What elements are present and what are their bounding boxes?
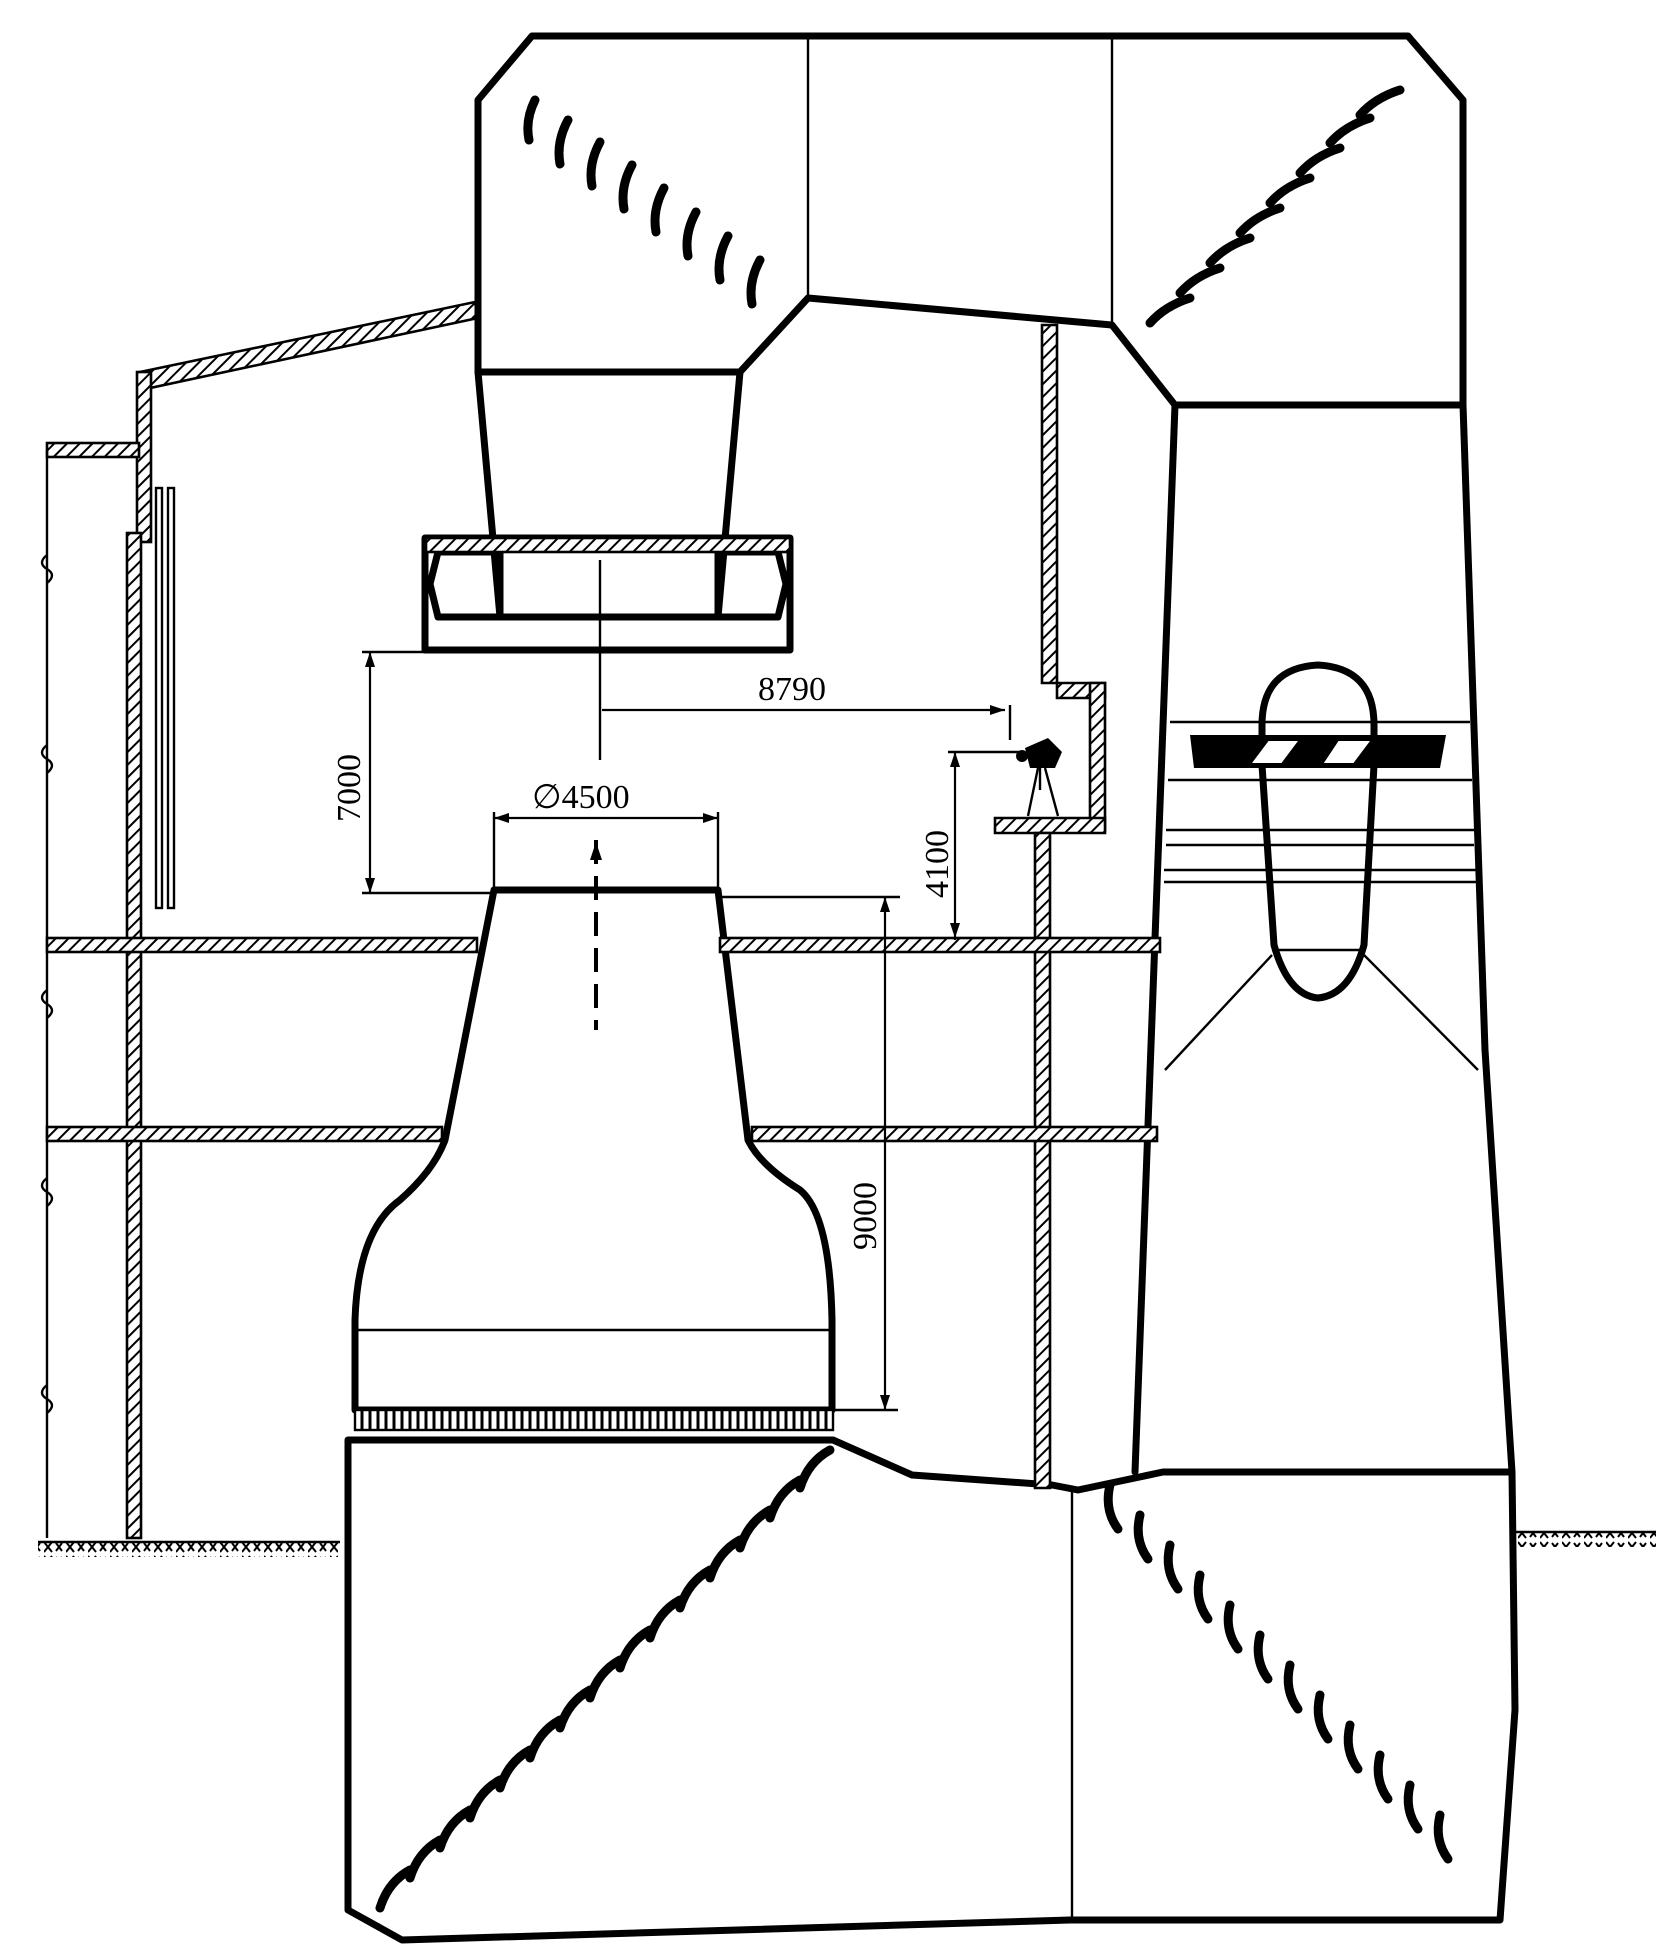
left-annex-building	[40, 300, 480, 1540]
break-mark	[40, 1177, 54, 1207]
break-mark	[40, 989, 54, 1019]
honeycomb-screen	[353, 1408, 835, 1432]
dimension-8790: 8790	[602, 671, 1012, 740]
camera-instrument	[1016, 738, 1062, 817]
turning-vanes-upper-right	[1145, 85, 1405, 328]
fan-section	[1164, 661, 1479, 1071]
dim-label-8790: 8790	[758, 671, 826, 708]
dim-label-4100: 4100	[919, 830, 956, 898]
break-mark	[40, 554, 54, 584]
fan-rotor	[1190, 735, 1446, 768]
diffuser-lower	[351, 886, 836, 1432]
dim-label-9000: 9000	[847, 1182, 884, 1250]
break-mark	[40, 744, 54, 774]
break-mark	[40, 1384, 54, 1414]
interior-walls	[718, 323, 1162, 1490]
contraction-nozzle	[421, 368, 794, 654]
dimension-9000: 9000	[722, 895, 900, 1412]
centerline	[590, 560, 602, 1030]
ground-line	[38, 1530, 1656, 1557]
fan-nacelle	[1258, 661, 1378, 1002]
dimension-4500: ∅4500	[492, 779, 720, 890]
turning-vanes-lower-right	[1103, 1480, 1453, 1864]
right-return-leg	[1131, 401, 1516, 1476]
upper-corner-duct	[474, 32, 1467, 409]
dimension-7000: 7000	[331, 650, 500, 895]
turning-vanes-lower-left	[375, 1445, 835, 1913]
dim-label-7000: 7000	[331, 754, 368, 822]
lower-corner-duct	[344, 1436, 1519, 1944]
dimension-4100: 4100	[919, 750, 1020, 940]
dim-label-4500: ∅4500	[532, 779, 630, 816]
turning-vanes-upper-left	[523, 95, 765, 309]
